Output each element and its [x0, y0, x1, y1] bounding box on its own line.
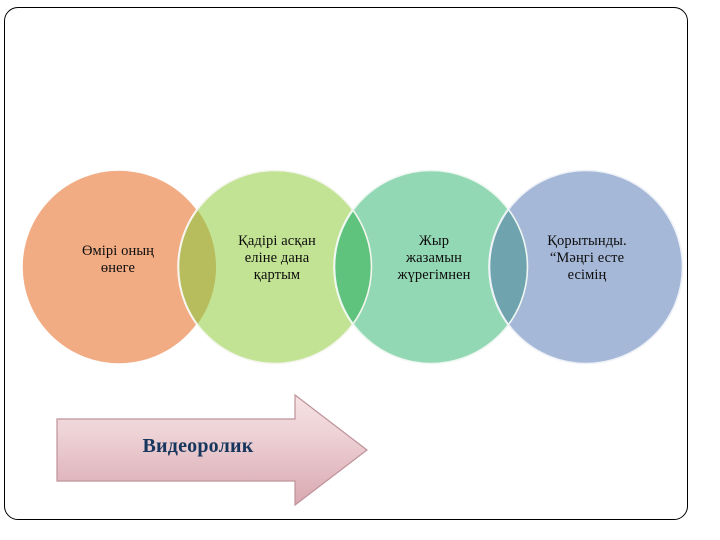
video-arrow-banner[interactable]: Видеоролик	[55, 393, 385, 508]
arrow-shape[interactable]	[55, 393, 385, 508]
